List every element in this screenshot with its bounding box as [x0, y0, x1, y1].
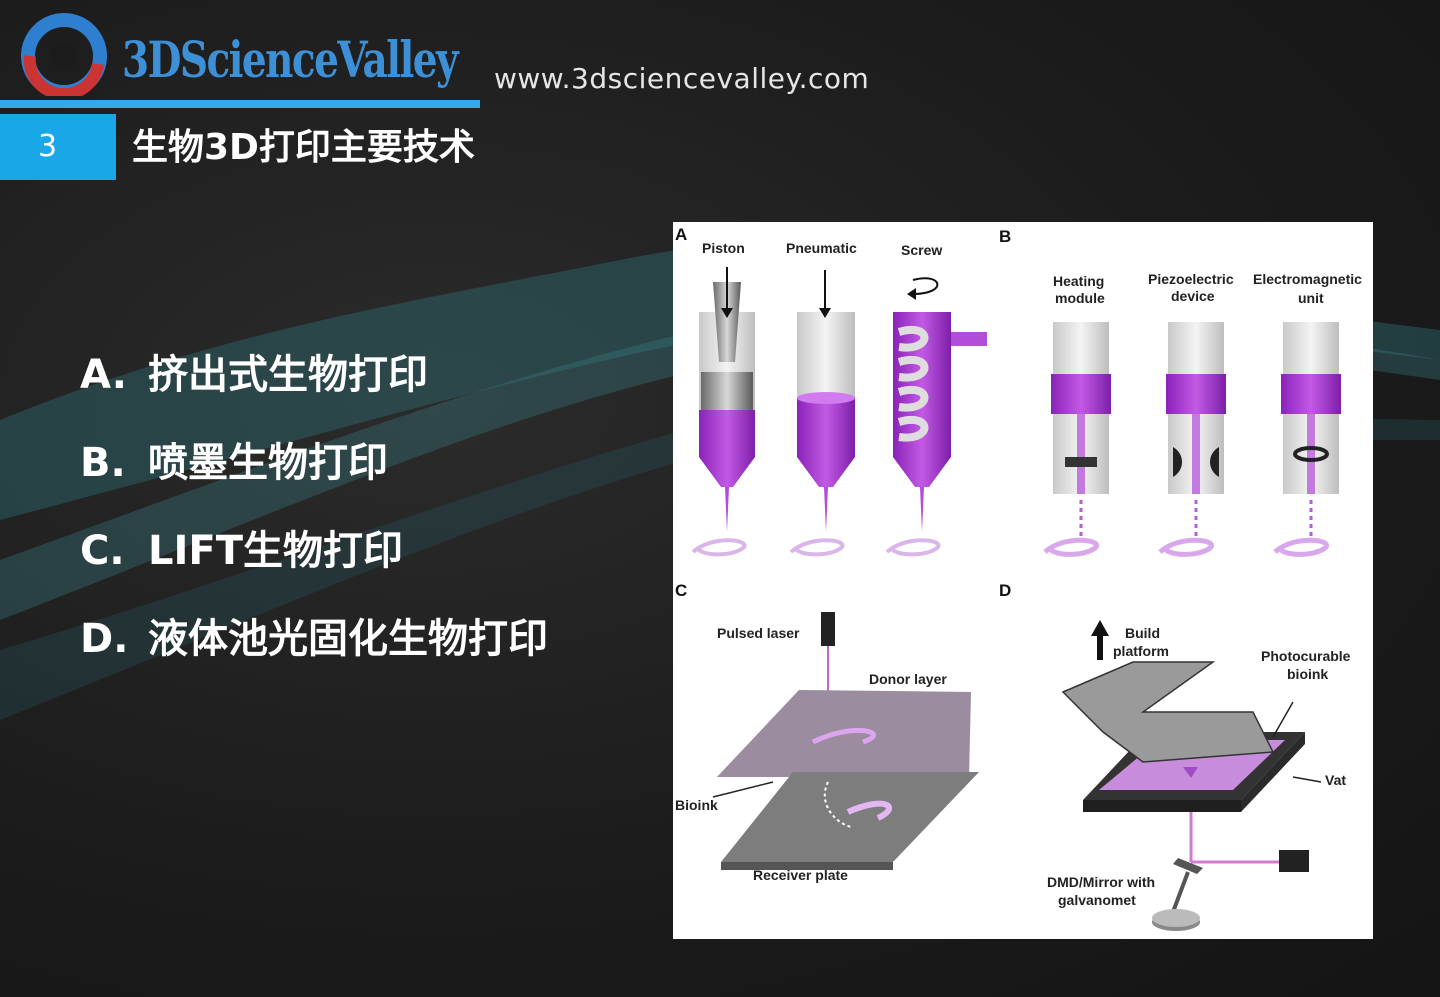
section-title: 生物3D打印主要技术 — [132, 127, 475, 168]
label-piston: Piston — [702, 240, 745, 256]
label-heating-1: Heating — [1053, 273, 1104, 289]
label-heating-2: module — [1055, 290, 1105, 306]
list-item: B.喷墨生物打印 — [80, 440, 388, 486]
label-build-1: Build — [1125, 625, 1160, 641]
label-em-2: unit — [1298, 290, 1324, 306]
label-bioink: Bioink — [675, 797, 718, 813]
label-photocurable-2: bioink — [1287, 666, 1328, 682]
label-photocurable-1: Photocurable — [1261, 648, 1351, 664]
header-divider — [0, 100, 480, 108]
piston-syringe — [691, 267, 755, 557]
pneumatic-syringe — [789, 270, 855, 557]
figure-diagram: A B C D Piston Pneumatic Screw — [675, 225, 1362, 931]
label-screw: Screw — [901, 242, 942, 258]
logo-swirl-icon — [21, 13, 107, 101]
logo-wordmark: 3DScienceValley — [122, 30, 459, 89]
label-pulsed-laser: Pulsed laser — [717, 625, 800, 641]
label-pneumatic: Pneumatic — [786, 240, 857, 256]
list-item: C.LIFT生物打印 — [80, 528, 403, 574]
label-build-2: platform — [1113, 643, 1169, 659]
piezo-head — [1158, 322, 1226, 557]
list-item: A.挤出式生物打印 — [80, 352, 428, 398]
label-piezo-1: Piezoelectric — [1148, 271, 1234, 287]
section-number: 3 — [0, 114, 116, 180]
vat-setup — [1061, 620, 1322, 931]
bioprinting-figure: A B C D Piston Pneumatic Screw — [673, 222, 1373, 939]
panel-label-c: C — [675, 581, 687, 600]
screw-syringe — [885, 277, 987, 557]
logo: 3DScienceValley — [18, 10, 459, 101]
site-url[interactable]: www.3dsciencevalley.com — [494, 62, 870, 95]
panel-label-d: D — [999, 581, 1011, 600]
label-em-1: Electromagnetic — [1253, 271, 1362, 287]
heating-head — [1043, 322, 1111, 557]
panel-label-b: B — [999, 227, 1011, 246]
label-vat: Vat — [1325, 772, 1346, 788]
label-piezo-2: device — [1171, 288, 1215, 304]
list-item: D.液体池光固化生物打印 — [80, 616, 548, 662]
lift-setup — [712, 612, 979, 870]
label-dmd-2: galvanomet — [1058, 892, 1136, 908]
electromagnetic-head — [1273, 322, 1341, 557]
technique-list: A.挤出式生物打印 B.喷墨生物打印 C.LIFT生物打印 D.液体池光固化生物… — [80, 345, 548, 697]
panel-label-a: A — [675, 225, 687, 244]
label-receiver-plate: Receiver plate — [753, 867, 848, 883]
label-dmd-1: DMD/Mirror with — [1047, 874, 1155, 890]
label-donor-layer: Donor layer — [869, 671, 947, 687]
